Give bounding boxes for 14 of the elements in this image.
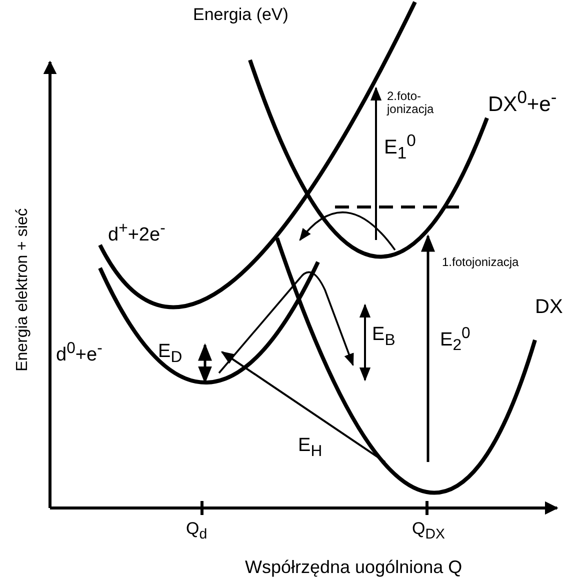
curve-label: DX$^{0}$+e$^{-}$ xyxy=(488,88,557,116)
tick-label: Q$_{d}$ xyxy=(186,520,208,543)
annotation-text: 1.fotojonizacja xyxy=(442,256,519,270)
energy-symbol: E$_{H}$ xyxy=(298,436,322,460)
axis-title: Energia elektron + sieć xyxy=(13,208,31,372)
tick-label: Q$_{DX}$ xyxy=(412,520,445,543)
energy-symbol: E$_{B}$ xyxy=(372,325,396,350)
annotation-text: 2.foto- jonizacja xyxy=(387,90,435,116)
axis-title: Współrzędna uogólniona Q xyxy=(245,558,462,578)
curve-label: d$^{0}$+e$^{-}$ xyxy=(56,340,102,366)
energy-symbol: E$_{D}$ xyxy=(158,342,182,366)
curve-label: d$^{+}$+2e$^{-}$ xyxy=(108,220,166,246)
axis-title: Energia (eV) xyxy=(193,6,288,25)
curve-label: DX xyxy=(535,296,563,318)
